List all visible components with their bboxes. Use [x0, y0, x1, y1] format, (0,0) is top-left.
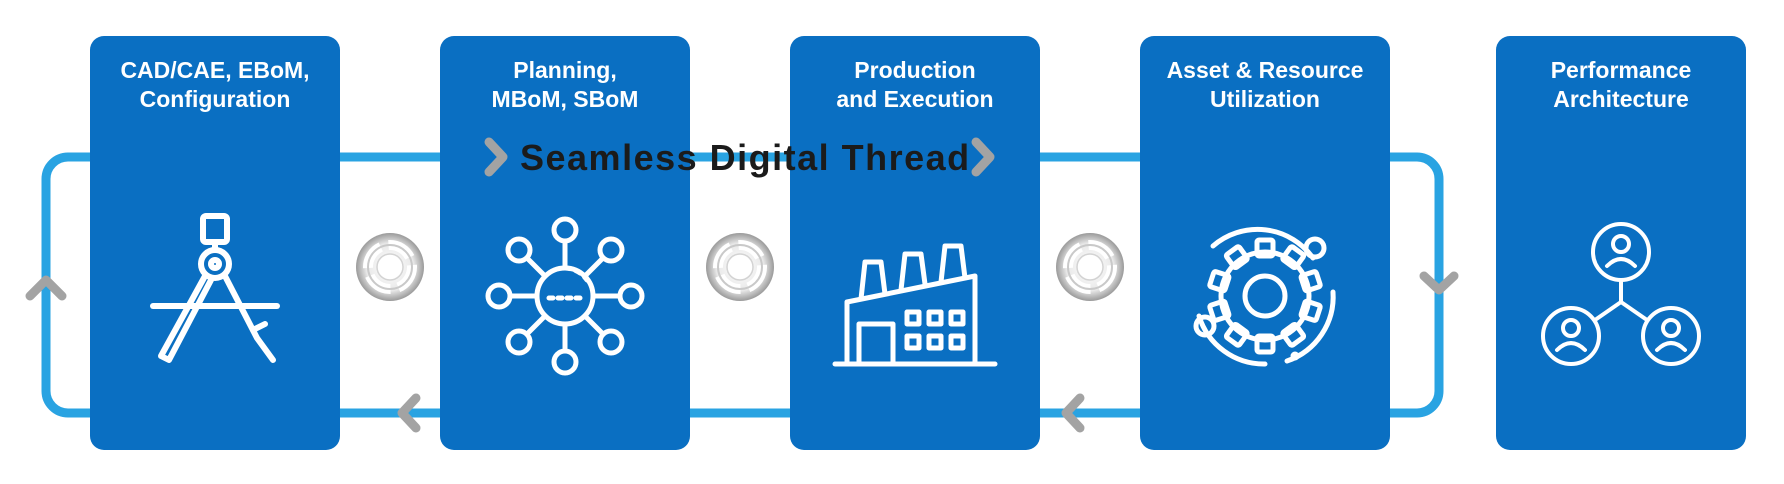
gear-tooth — [1207, 269, 1232, 294]
stage-card-planning: Planning, MBoM, SBoM — [440, 36, 690, 450]
sync-connector-icon — [1056, 233, 1124, 301]
stage-title-planning: Planning, MBoM, SBoM — [491, 57, 639, 112]
gear-tooth — [1223, 321, 1250, 348]
factory-icon — [832, 243, 998, 367]
people-network-icon — [1541, 222, 1701, 366]
stage-title-performance: Performance Architecture — [1550, 57, 1692, 112]
stage-title-production: Production and Execution — [836, 57, 994, 112]
gear-orbit-icon — [1193, 226, 1336, 367]
chevron-left-icon — [1061, 393, 1085, 433]
chevron-left-icon — [397, 393, 421, 433]
stage-card-performance: Performance Architecture — [1496, 36, 1746, 450]
stage-card-production: Production and Execution — [790, 36, 1040, 450]
sync-connector-icon — [356, 233, 424, 301]
drafting-compass-icon — [150, 213, 280, 363]
gear-tooth — [1298, 298, 1323, 323]
gear-teeth — [1207, 237, 1323, 355]
stage-title-asset: Asset & Resource Utilization — [1166, 57, 1364, 112]
stage-title-cad: CAD/CAE, EBoM, Configuration — [120, 57, 310, 112]
gear-tooth — [1298, 269, 1323, 294]
gear-tooth — [1254, 333, 1276, 355]
stage-card-asset: Asset & Resource Utilization — [1140, 36, 1390, 450]
gear-tooth — [1280, 244, 1307, 271]
sync-connector-icon — [706, 233, 774, 301]
gear-tooth — [1223, 244, 1250, 271]
thread-label: Seamless Digital Thread — [520, 137, 971, 178]
network-hub-icon — [485, 216, 645, 376]
chevron-up-icon — [25, 275, 67, 301]
gear-tooth — [1254, 237, 1276, 259]
chevron-down-icon — [1419, 271, 1459, 295]
gear-tooth — [1207, 298, 1232, 323]
gear-tooth — [1280, 321, 1307, 348]
stage-card-cad: CAD/CAE, EBoM, Configuration — [90, 36, 340, 450]
